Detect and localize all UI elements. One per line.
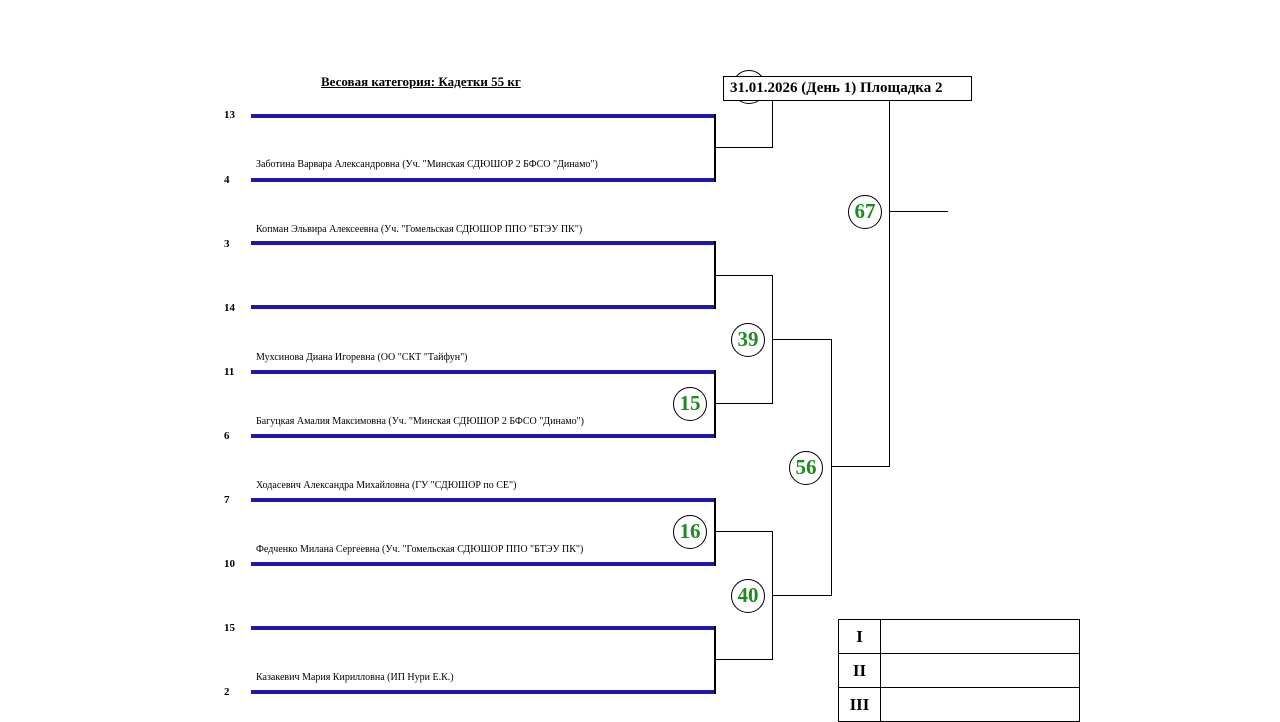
bracket-slot-line	[251, 241, 716, 245]
bracket-slot-line	[251, 562, 716, 566]
participant-name: Казакевич Мария Кирилловна (ИП Нури Е.К.…	[256, 672, 454, 683]
seed-number: 3	[224, 238, 230, 250]
participant-name: Федченко Милана Сергеевна (Уч. "Гомельск…	[256, 544, 584, 555]
bracket-slot-line	[251, 690, 716, 694]
bracket-connector	[773, 339, 831, 340]
bracket-connector	[714, 626, 716, 694]
places-table: I II III	[838, 619, 1080, 722]
bracket-connector	[772, 100, 773, 148]
bracket-connector	[889, 100, 890, 467]
bracket-slot-line	[251, 114, 716, 118]
seed-number: 6	[224, 430, 230, 442]
seed-number: 14	[224, 302, 235, 314]
session-label: 31.01.2026 (День 1) Площадка 2	[723, 76, 972, 101]
bracket-slot-line	[251, 178, 716, 182]
seed-number: 7	[224, 494, 230, 506]
participant-name: Заботина Варвара Александровна (Уч. "Мин…	[256, 159, 598, 170]
place-label: II	[838, 653, 881, 688]
bout-number: 16	[673, 515, 707, 549]
bracket-connector	[772, 531, 773, 660]
seed-number: 2	[224, 686, 230, 698]
place-winner-cell	[880, 619, 1080, 654]
participant-name: Мухсинова Диана Игоревна (ОО "СКТ "Тайфу…	[256, 352, 468, 363]
bracket-connector	[715, 659, 773, 660]
bout-number: 39	[731, 323, 765, 357]
bracket-connector	[889, 211, 948, 212]
bracket-connector	[714, 370, 716, 438]
bracket-slot-line	[251, 305, 716, 309]
bout-number: 67	[848, 195, 882, 229]
bracket-connector	[831, 339, 832, 596]
place-row: III	[838, 687, 1080, 722]
bracket-slot-line	[251, 498, 716, 502]
bout-number: 15	[673, 387, 707, 421]
bracket-connector	[715, 531, 773, 532]
participant-name: Багуцкая Амалия Максимовна (Уч. "Минская…	[256, 416, 585, 427]
place-row: I	[838, 619, 1080, 654]
bracket-connector	[831, 466, 889, 467]
place-row: II	[838, 653, 1080, 688]
bracket-slot-line	[251, 370, 716, 374]
seed-number: 10	[224, 558, 235, 570]
bout-number: 40	[731, 579, 765, 613]
bracket-connector	[714, 498, 716, 566]
seed-number: 11	[224, 366, 235, 378]
participant-name: Копман Эльвира Алексеевна (Уч. "Гомельск…	[256, 224, 583, 235]
bracket-connector	[772, 275, 773, 404]
bracket-connector	[715, 275, 773, 276]
place-winner-cell	[880, 653, 1080, 688]
bout-number: 56	[789, 451, 823, 485]
bracket-slot-line	[251, 626, 716, 630]
bracket-connector	[714, 114, 716, 182]
bracket-connector	[773, 595, 831, 596]
bracket-connector	[715, 403, 773, 404]
bracket-connector	[715, 147, 773, 148]
seed-number: 4	[224, 174, 230, 186]
participant-name: Ходасевич Александра Михайловна (ГУ "СДЮ…	[256, 480, 517, 491]
place-winner-cell	[880, 687, 1080, 722]
bracket-slot-line	[251, 434, 716, 438]
weight-category-title: Весовая категория: Кадетки 55 кг	[321, 74, 521, 89]
seed-number: 13	[224, 109, 235, 121]
place-label: III	[838, 687, 881, 722]
seed-number: 15	[224, 622, 235, 634]
place-label: I	[838, 619, 881, 654]
